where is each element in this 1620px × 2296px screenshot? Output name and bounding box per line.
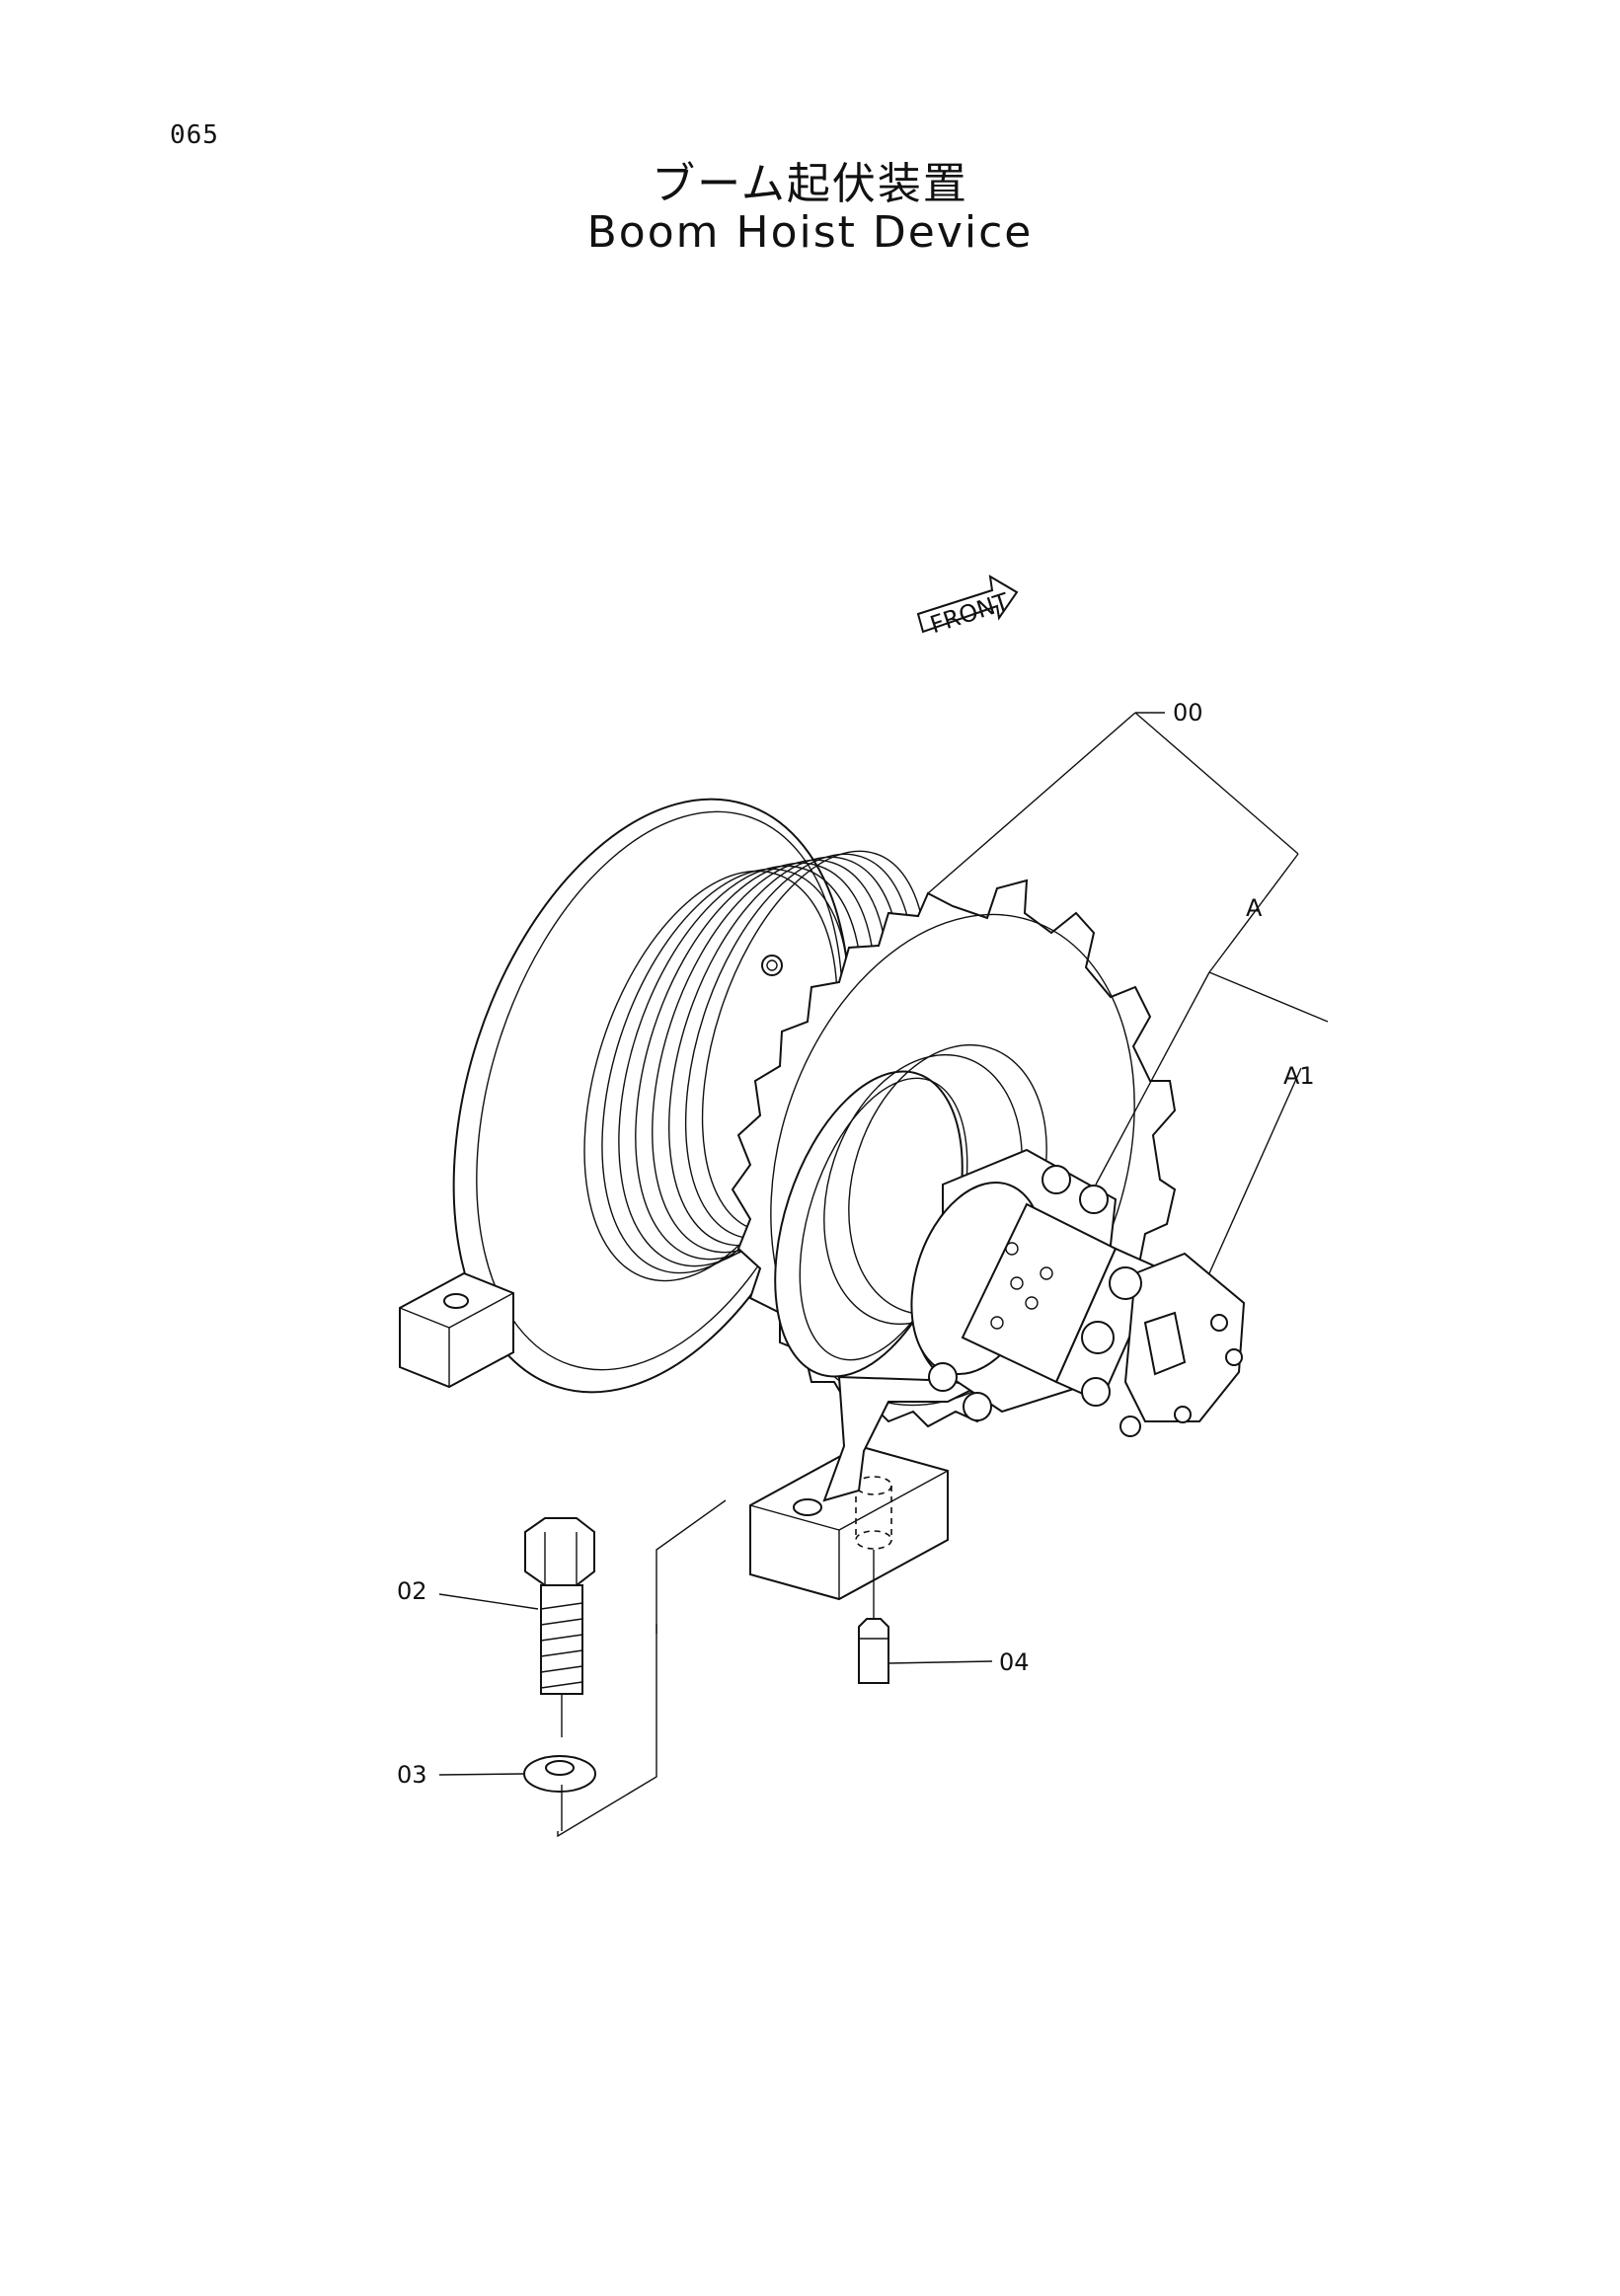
callout-a1: A1 (1283, 1062, 1315, 1090)
callout-04: 04 (999, 1648, 1030, 1676)
callout-a: A (1246, 894, 1263, 922)
hydraulic-motor (910, 1148, 1246, 1437)
washer-03 (523, 1755, 596, 1831)
base-bracket-left (399, 1271, 514, 1389)
front-label: FRONT (927, 587, 1013, 639)
callout-03: 03 (397, 1761, 427, 1789)
front-arrow: FRONT (916, 574, 1019, 639)
callout-00: 00 (1173, 699, 1203, 727)
callout-02: 02 (397, 1577, 427, 1605)
bolt-02 (524, 1517, 595, 1737)
title-japanese: ブーム起伏装置 (652, 159, 968, 209)
title-english: Boom Hoist Device (586, 207, 1034, 258)
pin-04 (858, 1550, 889, 1684)
page-number: 065 (170, 120, 219, 150)
leader-lines (438, 712, 1329, 1838)
